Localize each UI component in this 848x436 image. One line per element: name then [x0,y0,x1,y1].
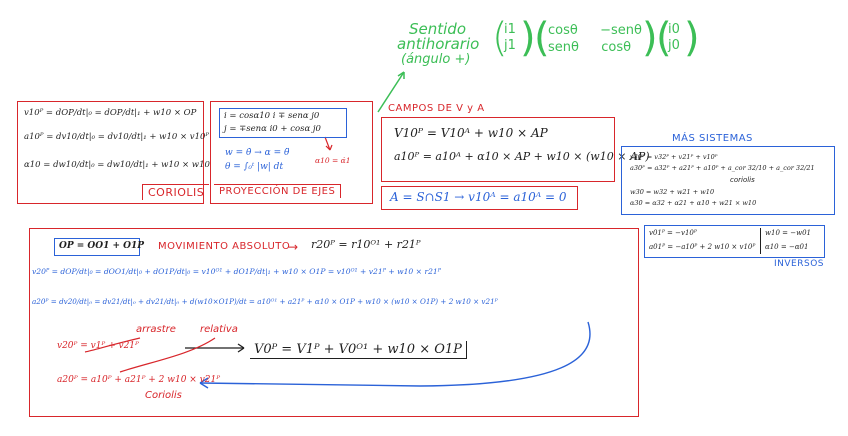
alpha-note: α10 = α̇1 [315,156,351,165]
proyeccion-label: PROYECCIÓN DE EJES [214,184,342,198]
mas-sistemas-acceleration: a30ᴾ = a32ᴾ + a21ᴾ + a10ᴾ + a_cor 32/10 … [630,164,815,172]
mas-sistemas-title: MÁS SISTEMAS [672,133,753,144]
red-acceleration-eq: a20ᴾ = a10ᴾ + a21ᴾ + 2 w10 × v21ᴾ [57,375,221,385]
matrix-left-i: i1 [504,22,516,37]
mas-sistemas-coriolis-label: coriolis [730,176,755,184]
campos-title: CAMPOS DE V y A [388,103,485,114]
coriolis-red-label: Coriolis [145,390,182,401]
matrix-right-j: j0 [668,38,680,53]
omega-line: w = θ̇ → α = θ̈ [225,148,290,158]
matrix-r01: −senθ [600,23,642,38]
inversos-acceleration: a01ᴾ = −a10ᴾ + 2 w10 × v10ᴾ [649,243,756,251]
theta-integral: θ = ∫₀ᵗ |w| dt [225,162,284,172]
mas-sistemas-alpha: α30 = α32 + α21 + α10 + w21 × w10 [630,199,757,207]
red-velocity-eq: v20ᴾ = v1ᴾ + v21ᴾ [57,341,139,351]
coriolis-eq-velocity: v10ᴾ = dOP/dt|₀ = dOP/dt|₁ + w10 × OP [24,108,197,118]
position-eq: r20ᴾ = r10ᴼ¹ + r21ᴾ [311,238,421,251]
op-vector-box: OP = OO1 + O1P [54,238,144,256]
paren-left-icon: ( [492,15,508,61]
matrix-left-j: j1 [504,38,516,53]
rodadura-box: A = S∩S1 → v10ᴬ = a10ᴬ = 0 [381,186,578,210]
paren-right-icon: ) [684,15,700,61]
paren-right-icon: ) [642,15,658,61]
sentido-line2: antihorario [397,35,480,53]
inversos-alpha: α10 = −α01 [765,243,809,251]
paren-left-icon: ( [656,15,672,61]
inversos-divider [760,228,761,254]
matrix-r00: cosθ [548,23,578,38]
matrix-right-i: i0 [668,22,680,37]
sentido-line1: Sentido [409,20,467,38]
coriolis-eq-angular: α10 = dw10/dt|₀ = dw10/dt|₁ + w10 × w10 [24,160,210,170]
inversos-label: INVERSOS [774,259,824,269]
campos-box: V10ᴾ = V10ᴬ + w10 × AP a10ᴾ = a10ᴬ + α10… [381,117,650,182]
campos-acceleration-eq: a10ᴾ = a10ᴬ + α10 × AP + w10 × (w10 × AP… [394,150,650,163]
coriolis-box: v10ᴾ = dOP/dt|₀ = dOP/dt|₁ + w10 × OP a1… [17,101,210,204]
matrix-r11: cosθ [601,40,632,55]
mas-sistemas-velocity: v30ᴾ = v32ᴾ + v21ᴾ + v10ᴾ [630,153,718,161]
inversos-velocity: v01ᴾ = −v10ᴾ [649,229,697,237]
proyeccion-box: i = cosα10 i ∓ senα j0 j = ∓senα i0 + co… [210,101,373,204]
inversos-omega: w10 = −w01 [765,229,811,237]
mas-sistemas-omega: w30 = w32 + w21 + w10 [630,188,715,196]
rodadura-eq: A = S∩S1 → v10ᴬ = a10ᴬ = 0 [390,190,567,204]
absoluto-title: MOVIMIENTO ABSOLUTO [158,241,291,252]
unit-vector-i: i = cosα10 i ∓ senα j0 [224,111,320,121]
unit-vectors-box: i = cosα10 i ∓ senα j0 j = ∓senα i0 + co… [219,108,347,138]
op-vector-eq: OP = OO1 + O1P [59,241,145,251]
arrastre-label: arrastre [136,324,176,335]
absolute-acceleration-eq: a20ᴾ = dv20/dt|₀ = dv21/dt|₀ + dv21/dt|₀… [32,297,498,306]
paren-left-icon: ( [534,15,550,61]
matrix-r10: senθ [548,40,579,55]
title-arrow-icon: → [288,240,299,254]
unit-vector-j: j = ∓senα i0 + cosα j0 [224,124,321,134]
campos-velocity-eq: V10ᴾ = V10ᴬ + w10 × AP [394,126,548,140]
relativa-label: relativa [200,324,238,335]
inversos-box: v01ᴾ = −v10ᴾ a01ᴾ = −a10ᴾ + 2 w10 × v10ᴾ… [644,225,825,258]
boxed-velocity-eq: V0ᴾ = V1ᴾ + V0ᴼ¹ + w10 × O1P [250,341,467,359]
sentido-note: Sentido antihorario (ángulo +) [397,20,480,68]
coriolis-eq-acceleration: a10ᴾ = dv10/dt|₀ = dv10/dt|₁ + w10 × v10… [24,132,210,142]
sentido-line3: (ángulo +) [401,52,471,67]
absolute-velocity-eq: v20ᴾ = dOP/dt|₀ = dOO1/dt|₀ + dO1P/dt|₀ … [32,267,441,276]
mas-sistemas-box: v30ᴾ = v32ᴾ + v21ᴾ + v10ᴾ a30ᴾ = a32ᴾ + … [621,146,835,215]
absoluto-box: OP = OO1 + O1P MOVIMIENTO ABSOLUTO → r20… [29,228,639,417]
coriolis-label: CORIOLIS [142,184,210,200]
paren-right-icon: ) [520,15,536,61]
